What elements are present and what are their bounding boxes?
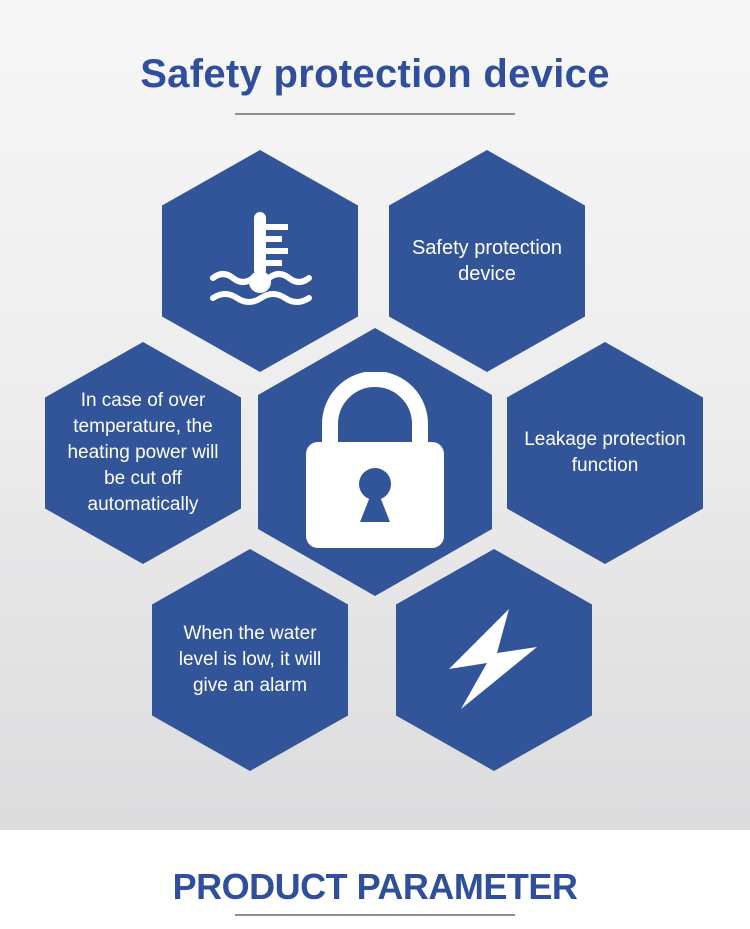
hex-leakage-protection: Leakage protection function	[507, 342, 703, 564]
lightning-bolt-icon	[439, 605, 549, 715]
water-level-alarm-label: When the water level is low, it will giv…	[178, 623, 322, 696]
product-parameter-title: PRODUCT PARAMETER	[172, 866, 578, 907]
leakage-protection-label: Leakage protection function	[524, 429, 686, 476]
footer-divider	[235, 914, 515, 916]
page-title: Safety protection device	[140, 52, 610, 96]
padlock-icon	[300, 372, 450, 552]
safety-protection-label: Safety protection device	[411, 237, 563, 285]
over-temperature-label: In case of over temperature, the heating…	[67, 390, 219, 515]
title-divider	[235, 113, 515, 115]
thermometer-water-icon	[205, 206, 315, 316]
